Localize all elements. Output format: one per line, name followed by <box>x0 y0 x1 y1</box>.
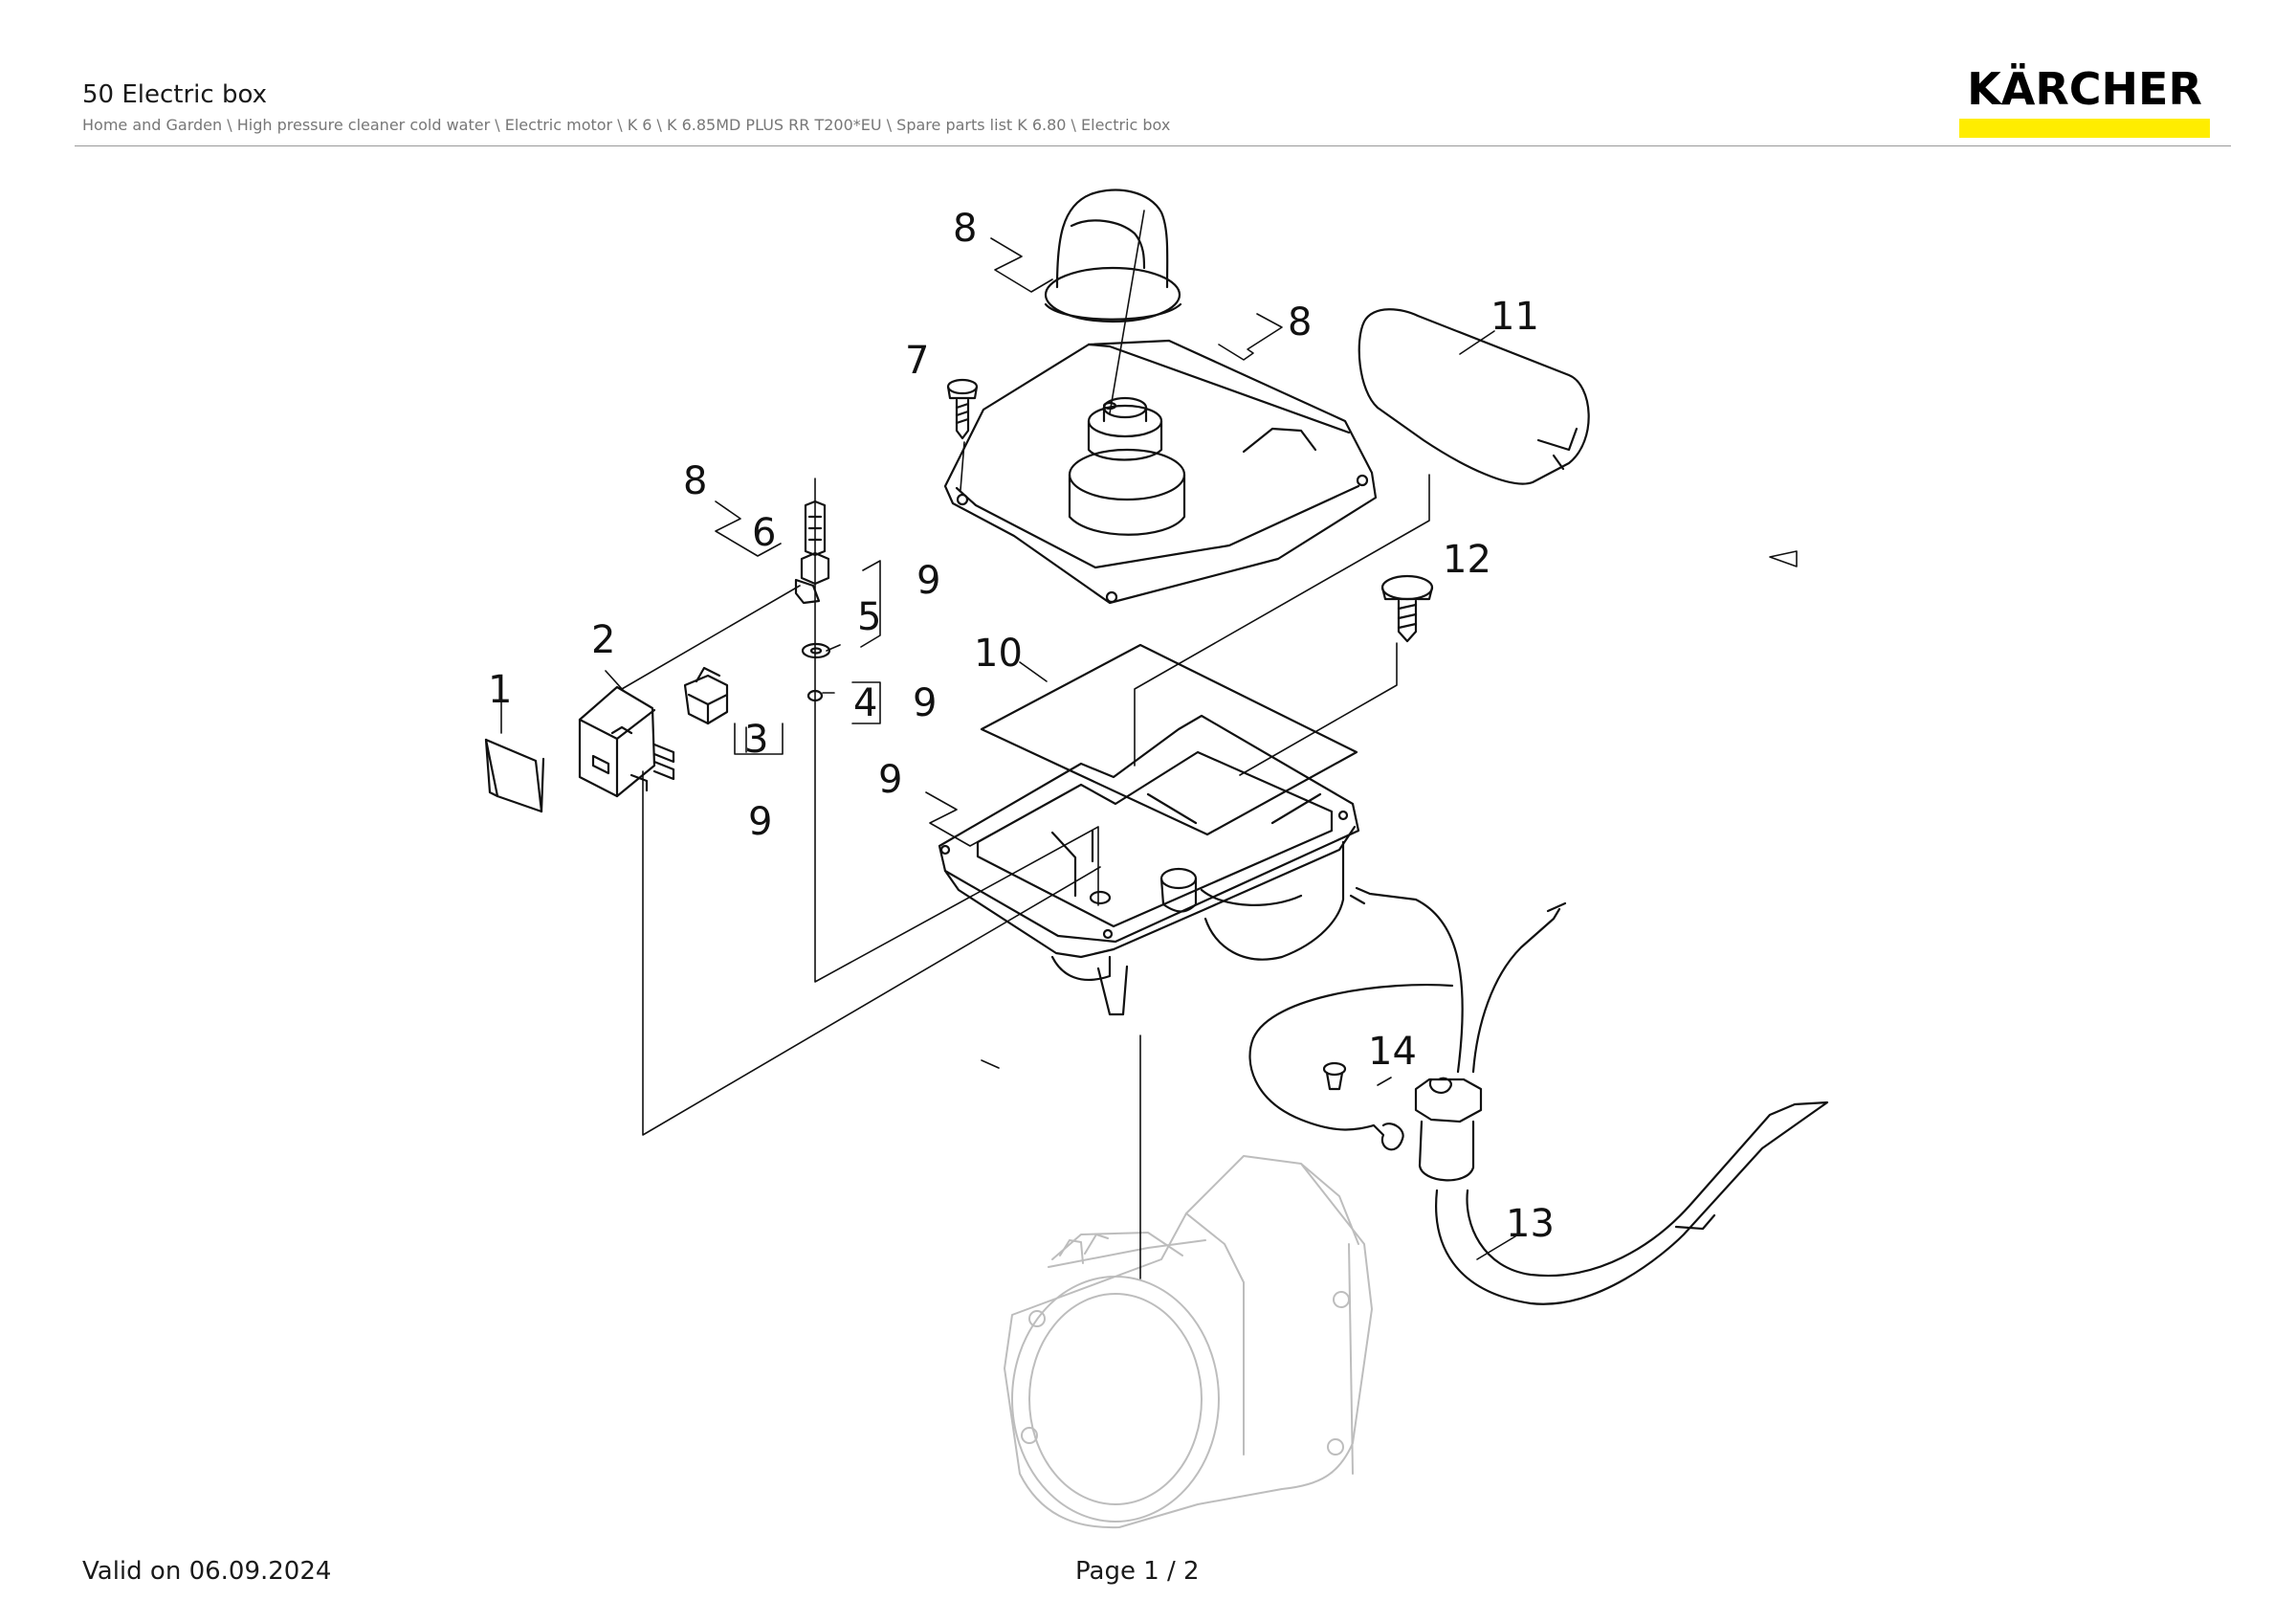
part-11-capacitor <box>1358 308 1590 485</box>
part-8-lid <box>943 339 1378 605</box>
callout-8-top: 8 <box>953 207 977 251</box>
callout-5: 5 <box>857 595 881 639</box>
page-number: Page 1 / 2 <box>1075 1557 1200 1586</box>
callout-2: 2 <box>591 618 615 662</box>
callout-labels: 1 2 3 9 4 9 5 9 6 8 7 8 8 11 10 12 9 14 … <box>488 207 1555 1246</box>
electric-box-housing <box>938 714 1360 1016</box>
callout-9-right-of-4: 9 <box>913 681 937 725</box>
part-13-cable <box>1248 886 1829 1305</box>
part-3-clip <box>683 666 729 725</box>
part-12-screw <box>1380 574 1434 643</box>
callout-13: 13 <box>1506 1202 1555 1246</box>
callout-12: 12 <box>1443 538 1491 582</box>
leader-lines <box>621 210 1430 1279</box>
part-1-plate <box>484 738 545 813</box>
callout-9-under-3: 9 <box>748 800 772 844</box>
part-8-knob <box>1044 189 1182 323</box>
callout-3: 3 <box>744 718 768 762</box>
electric-motor-outline <box>1004 1155 1373 1529</box>
logo-yellow-bar <box>1959 119 2210 138</box>
callout-10: 10 <box>974 632 1023 676</box>
callout-14: 14 <box>1368 1030 1417 1074</box>
callout-7: 7 <box>905 339 929 383</box>
logo-wordmark: KÄRCHER <box>1967 63 2202 115</box>
header-divider <box>75 145 2231 146</box>
part-6-rod <box>794 500 830 605</box>
karcher-logo: KÄRCHER <box>1959 65 2210 138</box>
callout-9-housing: 9 <box>878 758 902 802</box>
callout-brackets <box>500 237 1798 1260</box>
callout-6: 6 <box>752 511 776 555</box>
callout-1: 1 <box>488 668 512 712</box>
page-header: 50 Electric box Home and Garden \ High p… <box>82 80 2235 135</box>
page-title: 50 Electric box <box>82 80 267 109</box>
part-2-switch <box>578 685 675 798</box>
valid-date: Valid on 06.09.2024 <box>82 1557 332 1586</box>
callout-8-left: 8 <box>683 459 707 503</box>
part-14-screw <box>1322 1061 1347 1091</box>
part-7-screw <box>946 378 979 440</box>
callout-8-lid: 8 <box>1288 300 1312 345</box>
part-10-seal <box>980 643 1358 836</box>
callout-4: 4 <box>853 681 877 725</box>
callout-9-right-of-5: 9 <box>916 559 940 603</box>
callout-11: 11 <box>1490 295 1539 339</box>
part-5-washer <box>801 642 831 659</box>
breadcrumb: Home and Garden \ High pressure cleaner … <box>82 116 1171 134</box>
